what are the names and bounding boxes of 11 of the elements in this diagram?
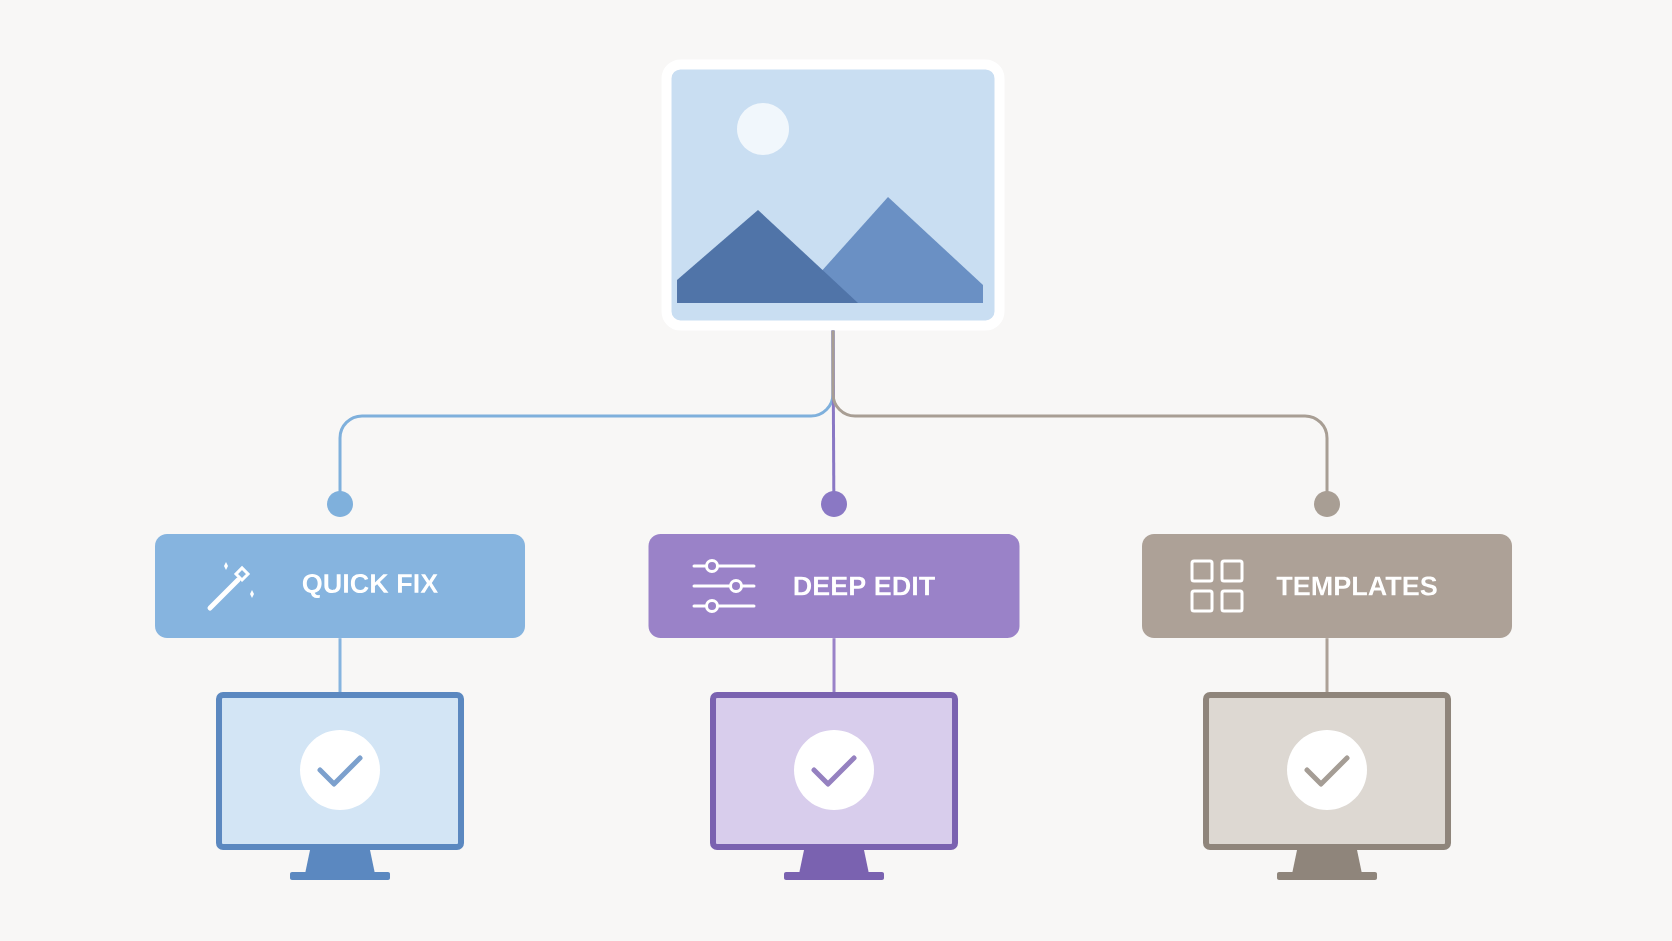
monitor-drawing xyxy=(1203,692,1451,880)
connector-line xyxy=(338,638,342,692)
category-box: QUICK FIX xyxy=(155,534,525,638)
monitor-drawing xyxy=(216,692,464,880)
connector-line xyxy=(832,638,836,692)
monitor-drawing xyxy=(710,692,958,880)
picture xyxy=(661,59,1005,331)
connector-line xyxy=(1325,638,1329,692)
connector-line xyxy=(831,330,1340,517)
category-box: TEMPLATES xyxy=(1142,534,1512,638)
category-box: DEEP EDIT xyxy=(648,534,1020,638)
